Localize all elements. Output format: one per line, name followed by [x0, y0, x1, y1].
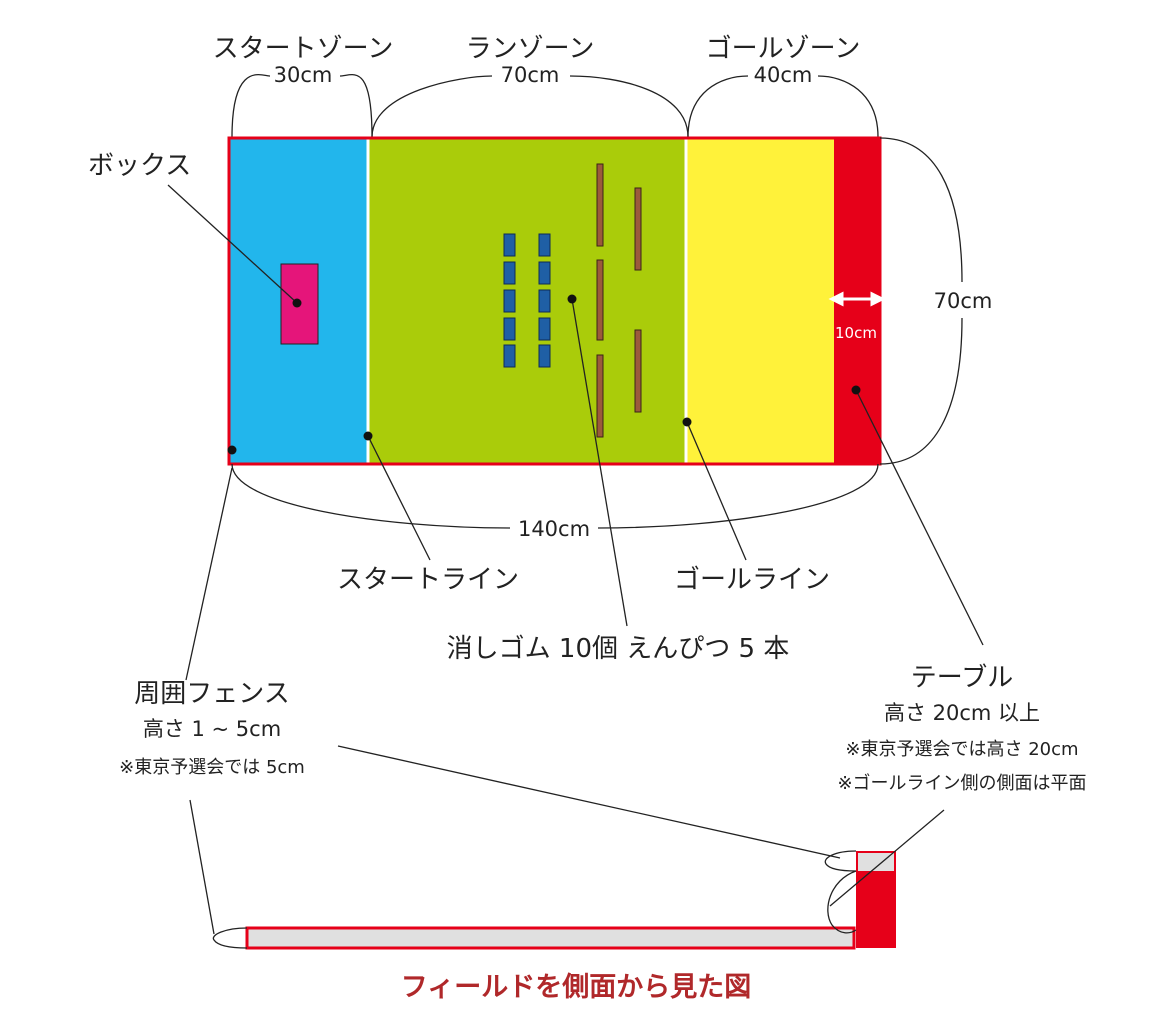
- eraser: [538, 344, 551, 368]
- run-zone-bracket: [371, 75, 689, 138]
- start-line-label: スタートライン: [337, 565, 519, 595]
- eraser: [503, 261, 516, 285]
- box-dot: [292, 298, 302, 308]
- side-view-caption: フィールドを側面から見た図: [401, 972, 751, 1003]
- eraser: [503, 289, 516, 313]
- side-fence: [245, 926, 856, 950]
- pencil: [596, 163, 604, 247]
- goal-zone-title: ゴールゾーン: [706, 34, 861, 64]
- eraser: [538, 317, 551, 341]
- fence-title: 周囲フェンス: [134, 679, 289, 709]
- fence-dot: [227, 445, 237, 455]
- eraser: [503, 233, 516, 257]
- start-zone-length: 30cm: [274, 63, 333, 87]
- goal-zone-length: 40cm: [754, 63, 813, 87]
- goal-line-leader: [686, 421, 747, 561]
- table-side-leader: [337, 745, 857, 872]
- width-label: 70cm: [934, 289, 993, 313]
- run-zone-length: 70cm: [501, 63, 560, 87]
- pencil: [596, 354, 604, 438]
- box-leader: [167, 184, 298, 304]
- table-dot: [851, 385, 861, 395]
- pencil: [596, 259, 604, 341]
- fence-height: 高さ 1 ~ 5cm: [143, 717, 281, 741]
- eraser: [503, 317, 516, 341]
- start-line-dot: [363, 431, 373, 441]
- run-zone: [368, 138, 686, 464]
- start-zone-title: スタートゾーン: [213, 34, 394, 64]
- table-height: 高さ 20cm 以上: [884, 701, 1040, 725]
- start-line-leader: [367, 435, 431, 561]
- table-leader: [855, 389, 984, 646]
- width-bracket: [879, 137, 963, 465]
- eraser: [538, 261, 551, 285]
- pencil: [634, 187, 642, 271]
- side-table-top: [858, 853, 894, 871]
- goal-line-dot: [682, 417, 692, 427]
- goal-zone: [686, 138, 834, 464]
- table-title: テーブル: [911, 663, 1013, 693]
- objects-label: 消しゴム 10個 えんぴつ 5 本: [447, 634, 790, 664]
- table-area: [834, 138, 880, 464]
- eraser: [538, 233, 551, 257]
- table-note-2: ※ゴールライン側の側面は平面: [837, 773, 1086, 794]
- eraser: [503, 344, 516, 368]
- pencil: [634, 329, 642, 413]
- start-zone-bracket: [231, 73, 373, 138]
- objects-group: [503, 163, 642, 438]
- goal-line-label: ゴールライン: [674, 565, 830, 595]
- fence-note: ※東京予選会では 5cm: [119, 757, 305, 778]
- box-label: ボックス: [88, 151, 191, 181]
- table-note-1: ※東京予選会では高さ 20cm: [845, 739, 1078, 760]
- objects-dot: [567, 294, 577, 304]
- table-depth-label: 10cm: [835, 324, 877, 342]
- run-zone-title: ランゾーン: [466, 34, 595, 64]
- length-bracket: [231, 463, 879, 529]
- objects-leader: [571, 298, 628, 627]
- length-label: 140cm: [518, 517, 590, 541]
- fence-side-leader: [189, 799, 248, 949]
- goal-zone-bracket: [687, 75, 879, 138]
- table-plane-leader: [827, 809, 945, 934]
- eraser: [538, 289, 551, 313]
- fence-leader-top: [185, 467, 233, 681]
